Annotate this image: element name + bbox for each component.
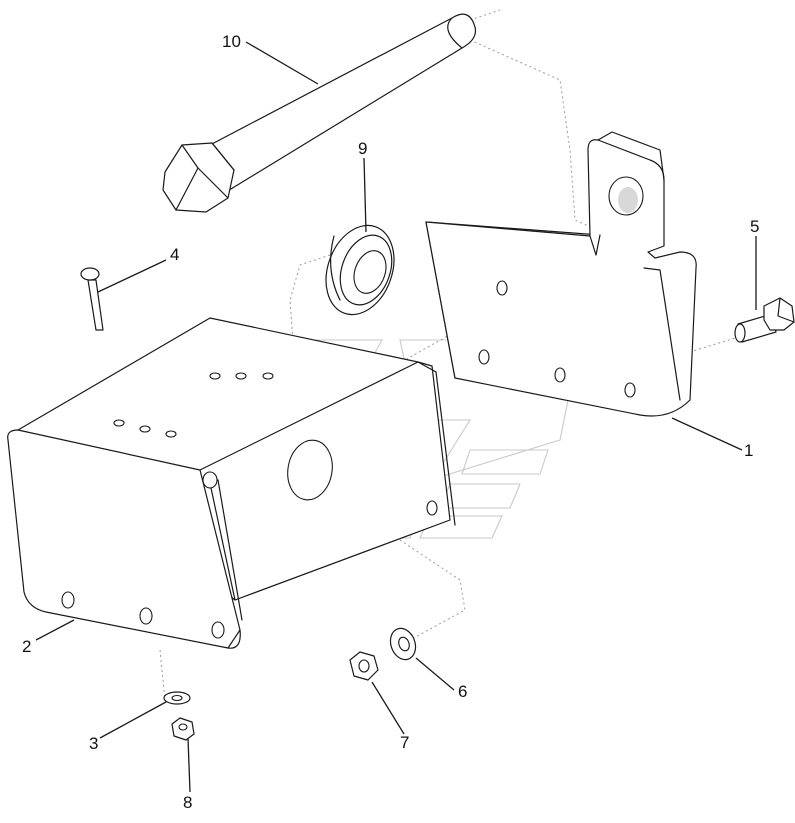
part-7-nut xyxy=(349,651,379,681)
callout-4: 4 xyxy=(170,245,179,264)
part-2-cover xyxy=(7,317,456,649)
part-10-hex-bolt xyxy=(162,13,477,213)
part-4-pin xyxy=(80,267,104,331)
callout-5: 5 xyxy=(750,217,759,236)
callout-3: 3 xyxy=(89,734,98,753)
leader-lines xyxy=(35,41,757,793)
callout-6: 6 xyxy=(458,682,467,701)
callout-labels: 1 2 3 4 5 6 7 8 9 10 xyxy=(22,32,759,812)
callout-7: 7 xyxy=(400,733,409,752)
callout-9: 9 xyxy=(358,139,367,158)
callout-10: 10 xyxy=(222,32,241,51)
callout-2: 2 xyxy=(22,637,31,656)
part-1-bracket xyxy=(425,131,697,417)
callout-8: 8 xyxy=(183,793,192,812)
part-5-hex-bolt xyxy=(734,297,795,343)
callout-1: 1 xyxy=(744,441,753,460)
part-3-washer xyxy=(163,691,191,705)
part-9-grommet xyxy=(325,224,395,316)
part-8-nut xyxy=(171,717,195,741)
part-6-washer xyxy=(389,627,417,661)
